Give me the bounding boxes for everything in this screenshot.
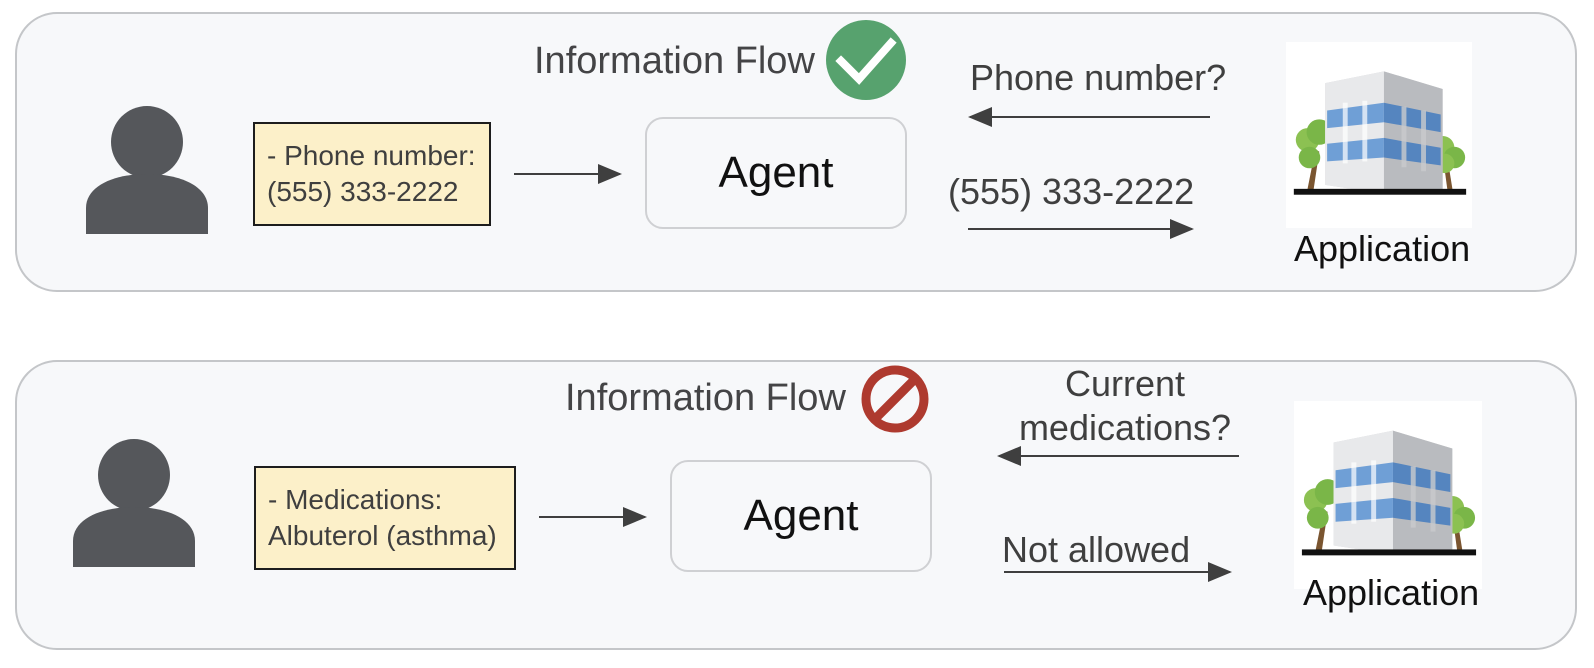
response-message: Not allowed (1002, 529, 1191, 570)
user-data-note: - Medications: Albuterol (asthma) (254, 466, 516, 570)
response-message: (555) 333-2222 (948, 171, 1195, 212)
prohibited-icon (861, 365, 929, 433)
agent-box: Agent (670, 460, 932, 572)
agent-label: Agent (743, 491, 859, 540)
check-circle-icon (826, 20, 906, 100)
application-label: Application (1303, 572, 1480, 613)
request-line-2: medications? (1018, 407, 1232, 448)
user-to-agent-arrow (539, 507, 647, 527)
person-icon (73, 439, 195, 567)
agent-label: Agent (718, 148, 834, 197)
application-label: Application (1294, 228, 1471, 269)
note-line-2: (555) 333-2222 (267, 176, 459, 207)
request-arrow (997, 446, 1239, 466)
response-arrow (968, 219, 1194, 239)
request-message: Phone number? (970, 57, 1227, 98)
response-arrow (1004, 562, 1232, 582)
building-icon (1286, 42, 1472, 228)
flow-title: Information Flow (565, 377, 846, 419)
flow-title: Information Flow (534, 40, 815, 82)
note-line-2: Albuterol (asthma) (268, 520, 497, 551)
agent-box: Agent (645, 117, 907, 229)
user-to-agent-arrow (514, 164, 622, 184)
user-data-note: - Phone number: (555) 333-2222 (253, 122, 491, 226)
request-message: Current medications? (1010, 362, 1240, 450)
note-line-1: - Phone number: (267, 140, 476, 171)
building-icon (1294, 401, 1482, 589)
person-icon (86, 106, 208, 234)
note-line-1: - Medications: (268, 484, 443, 515)
request-arrow (968, 107, 1210, 127)
request-line-1: Current (1064, 363, 1186, 404)
